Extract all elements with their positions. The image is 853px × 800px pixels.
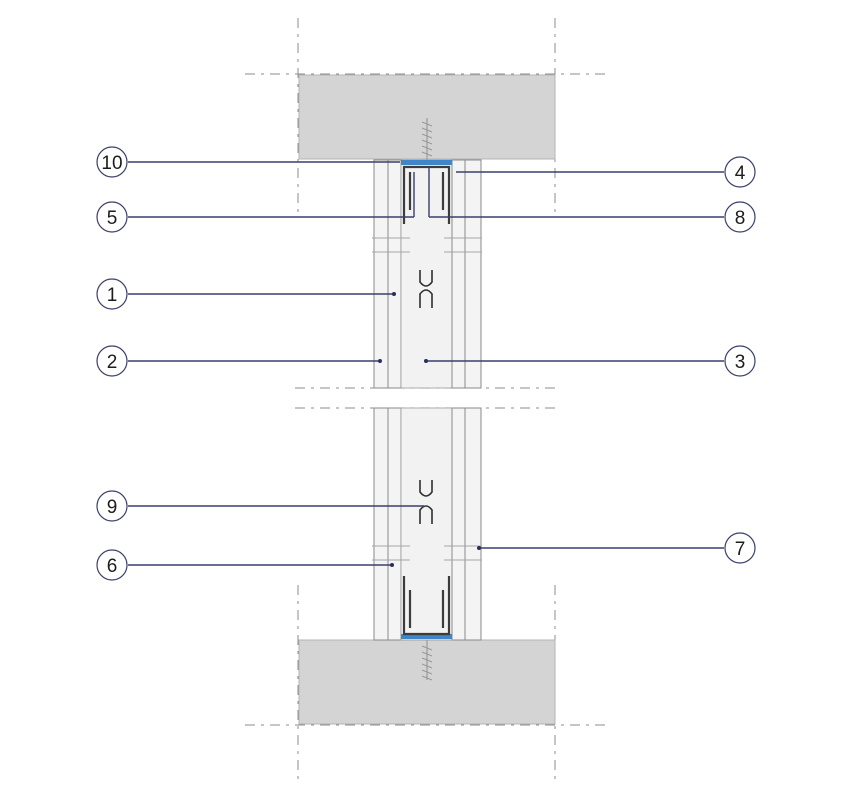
seal-tape-top — [401, 160, 452, 165]
callout-5: 5 — [96, 201, 128, 233]
callout-label: 1 — [107, 285, 118, 306]
top-track-inner-lips — [408, 172, 445, 210]
board-outer-left-lower — [373, 407, 389, 641]
callout-label: 3 — [735, 352, 746, 373]
top-track-profile — [402, 165, 451, 224]
insulation-core-lower — [400, 407, 453, 641]
callout-7: 7 — [724, 532, 756, 564]
wall-lower-segment — [372, 407, 482, 641]
wall-upper-segment — [372, 159, 482, 389]
callout-10: 10 — [96, 146, 128, 178]
bottom-anchor — [421, 640, 433, 681]
board-outer-right — [464, 159, 482, 389]
callout-2: 2 — [96, 345, 128, 377]
board-outer-left — [373, 159, 389, 389]
top-anchor — [421, 118, 433, 160]
callout-label: 4 — [735, 163, 746, 184]
leader-lines — [128, 161, 724, 566]
board-inner-left-lower — [387, 407, 402, 641]
callout-label: 2 — [107, 352, 118, 373]
lower-stud — [419, 480, 433, 524]
bottom-track-inner-lips — [408, 590, 445, 628]
board-outer-right-lower — [464, 407, 482, 641]
board-inner-right — [451, 159, 466, 389]
callout-label: 9 — [107, 497, 118, 518]
callout-label: 5 — [107, 208, 118, 229]
callout-label: 8 — [735, 208, 746, 229]
callout-8: 8 — [724, 201, 756, 233]
leader-dots — [378, 292, 481, 567]
insulation-core — [400, 159, 453, 389]
callout-label: 6 — [107, 556, 118, 577]
board-inner-right-lower — [451, 407, 466, 641]
upper-stud — [419, 270, 433, 308]
callout-6: 6 — [96, 549, 128, 581]
board-inner-left — [387, 159, 402, 389]
callout-9: 9 — [96, 490, 128, 522]
lower-screws — [372, 545, 482, 561]
callout-label: 10 — [101, 153, 122, 174]
callout-4: 4 — [724, 156, 756, 188]
upper-screws — [372, 237, 482, 253]
callout-1: 1 — [96, 278, 128, 310]
seal-tape-bottom — [401, 634, 452, 639]
bottom-track-profile — [402, 576, 451, 636]
callout-3: 3 — [724, 345, 756, 377]
callout-label: 7 — [735, 539, 746, 560]
